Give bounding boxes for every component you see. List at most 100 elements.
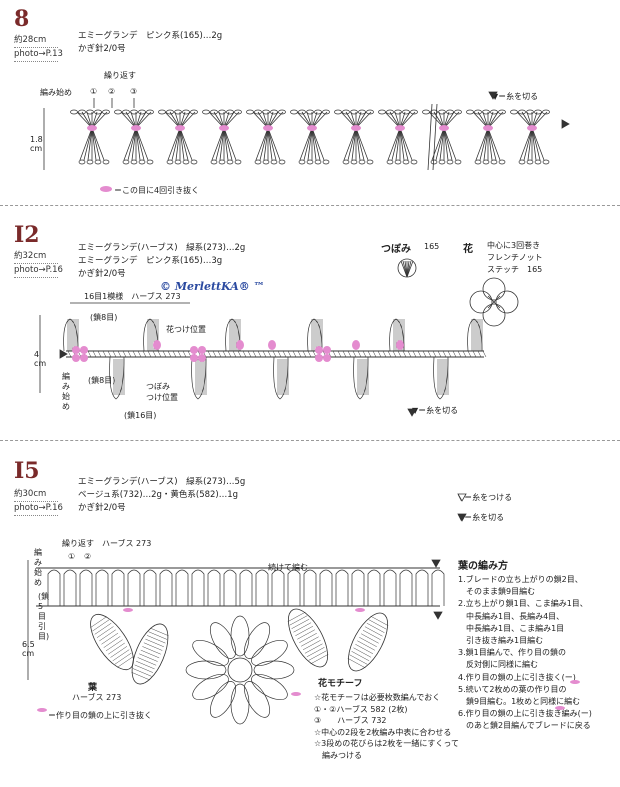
leaf-stitch: [306, 647, 325, 658]
fan-stitch: [399, 127, 409, 161]
fan-stitch: [167, 127, 181, 161]
fan-stitch: [91, 111, 108, 129]
leaf-stitch: [90, 616, 107, 628]
pink-join: [483, 125, 493, 131]
band-stitch: [437, 350, 442, 358]
braid-diagram-8: [43, 91, 570, 192]
chain-stitch: [342, 109, 350, 115]
chain-stitch: [466, 109, 474, 115]
chain-stitch: [394, 109, 402, 115]
fan-stitch: [215, 127, 225, 161]
cut-legend: ▼＝糸を切る: [492, 92, 539, 101]
pink-join: [307, 125, 317, 131]
chain-stitch: [314, 109, 322, 115]
flower-petal: [209, 681, 237, 718]
top-loop: [63, 318, 79, 352]
fan-stitch: [443, 127, 449, 161]
yarn-info: エミーグランデ(ハーブス) 緑系(273)…2g エミーグランデ ピンク系(16…: [78, 243, 246, 279]
fan-stitch: [531, 111, 548, 129]
leaf-stitch: [364, 626, 383, 637]
chain-stitch: [350, 159, 358, 165]
chain8-label-bottom: (鎖8目): [88, 376, 116, 385]
chain-stitch: [122, 109, 130, 115]
leaf-color: ハーブス 273: [72, 693, 122, 702]
fan-stitch: [307, 127, 313, 161]
fan-stitch: [384, 111, 401, 129]
start-label: 編み始め: [34, 548, 42, 587]
section-meta: 約28cm photo→P.13: [14, 34, 63, 62]
chain-stitch: [290, 109, 298, 115]
band-stitch: [157, 350, 162, 358]
bud-title: つぼみ: [381, 244, 411, 255]
braid-diagram-12: [39, 258, 519, 417]
fan-stitch: [519, 127, 533, 161]
chain-stitch: [102, 159, 110, 165]
band-stitch: [87, 350, 92, 358]
chain-stitch: [146, 109, 154, 115]
chain-stitch: [306, 109, 314, 115]
leaf-stitch: [308, 650, 327, 661]
band-stitch: [142, 350, 147, 358]
fan-stitch: [311, 127, 321, 161]
flower-petal: [243, 681, 271, 718]
leaf-stitch: [94, 622, 112, 635]
fan-stitch: [443, 111, 460, 129]
bud-position-mark: [352, 340, 360, 350]
leaf-stitch: [99, 629, 116, 642]
section-number: I5: [14, 458, 40, 484]
flower-title: 花: [463, 244, 473, 255]
band-stitch: [307, 350, 312, 358]
pink-join: [219, 125, 229, 131]
band-stitch: [102, 350, 107, 358]
fan-stitch: [311, 111, 328, 129]
chain-stitch: [446, 109, 454, 115]
fan-stitch: [296, 111, 313, 129]
pink-join: [395, 125, 405, 131]
divider: [0, 205, 620, 206]
band-stitch: [332, 350, 337, 358]
band-stitch: [432, 350, 437, 358]
fan-stitch: [179, 127, 193, 161]
band-stitch: [412, 350, 417, 358]
chain-stitch: [174, 159, 182, 165]
fan-stitch: [355, 127, 369, 161]
mark-2: ②: [108, 87, 116, 96]
braid-loop: [47, 569, 61, 606]
chain-stitch: [342, 159, 350, 165]
fan-stitch: [252, 111, 269, 129]
chain-stitch: [182, 159, 190, 165]
band-stitch: [467, 350, 472, 358]
band-stitch: [287, 350, 292, 358]
leaf-outline: [287, 608, 329, 668]
band-stitch: [397, 350, 402, 358]
pink-join: [351, 125, 361, 131]
flower-petal: [230, 683, 250, 725]
leaf-stitch: [112, 649, 130, 662]
braid-loop: [255, 569, 269, 606]
top-loop: [143, 318, 159, 352]
fan-stitch: [523, 127, 533, 161]
bud-position-mark: [153, 340, 161, 350]
band-stitch: [407, 350, 412, 358]
flower-center: [227, 657, 253, 683]
leaf-stitch: [304, 643, 323, 654]
band-stitch: [427, 350, 432, 358]
flower-position-mark: [315, 354, 323, 362]
fan-stitch: [211, 127, 225, 161]
chain-stitch: [138, 109, 146, 115]
fan-stitch: [391, 127, 401, 161]
band-stitch: [172, 350, 177, 358]
braid-loop: [79, 569, 93, 606]
flower-position-mark: [72, 346, 80, 354]
chain-stitch: [490, 159, 498, 165]
chain-stitch: [474, 159, 482, 165]
pink-join: [87, 125, 97, 131]
attach-legend: ▽＝糸をつける: [458, 493, 513, 502]
leaf-motif: [287, 608, 329, 668]
chain-stitch: [542, 159, 550, 165]
fan-stitch: [171, 127, 181, 161]
flower-center-x: [487, 295, 501, 309]
braid-loop: [383, 569, 397, 606]
chain-stitch: [86, 109, 94, 115]
fan-stitch: [223, 111, 240, 129]
